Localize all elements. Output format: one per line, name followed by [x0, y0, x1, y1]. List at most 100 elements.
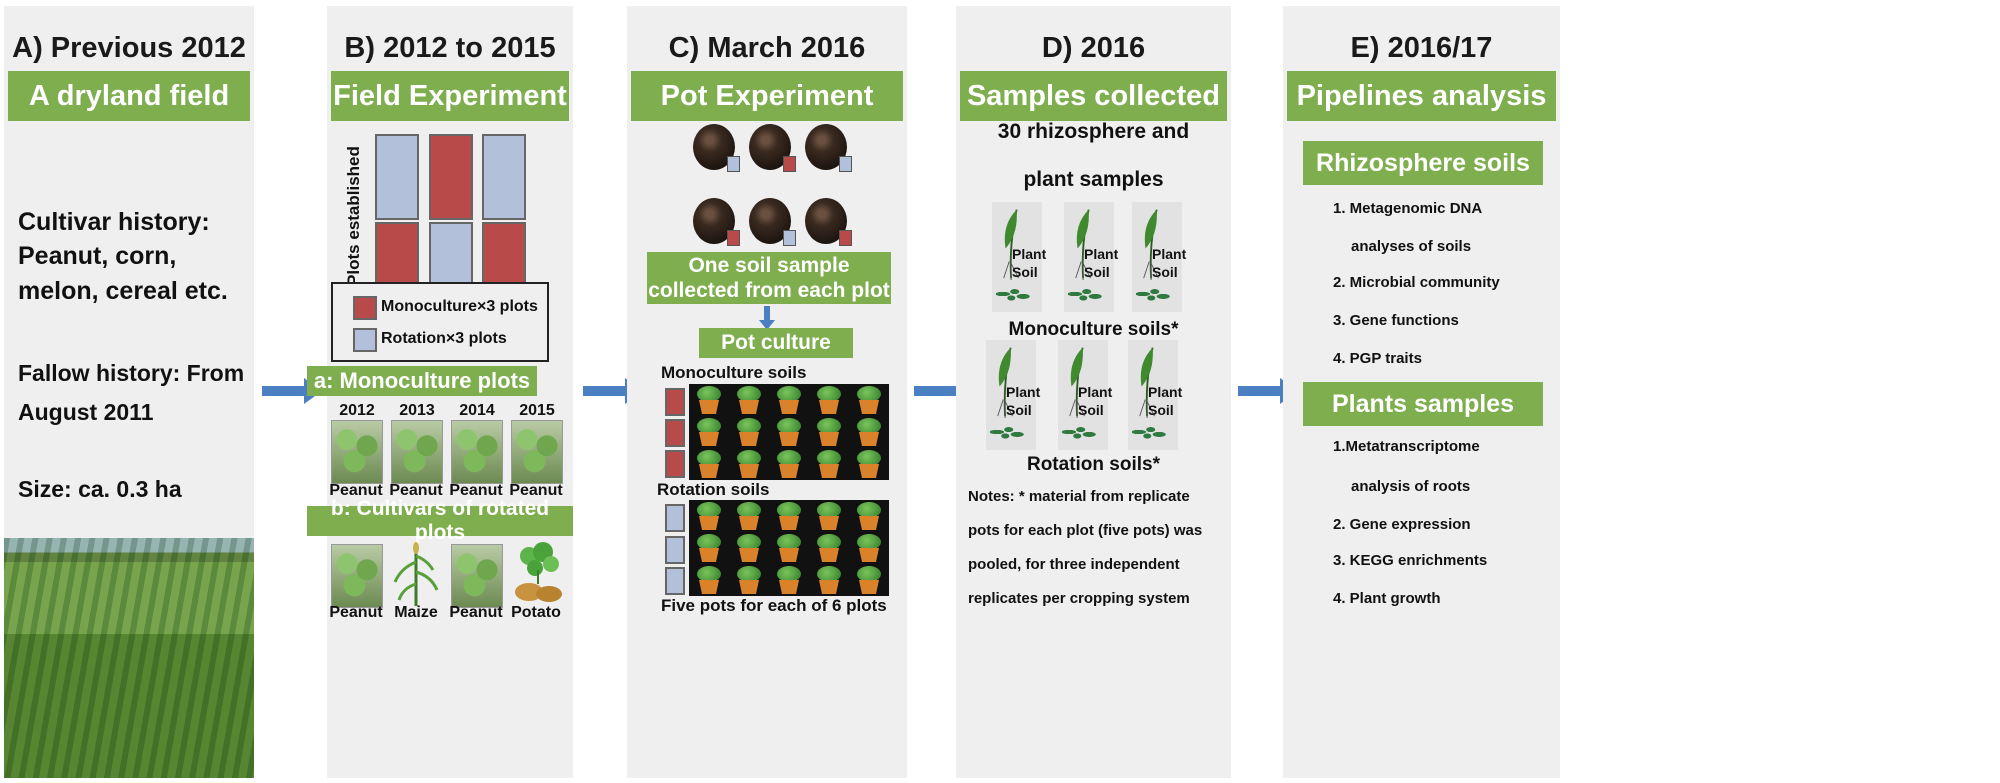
rotation-tag — [783, 230, 796, 246]
fallow-line-1: Fallow history: From — [18, 360, 245, 386]
plant-icon — [997, 347, 1013, 418]
panel-b-bar: Field Experiment — [331, 71, 569, 121]
plant-label: Plant — [1012, 246, 1047, 262]
soil-label: Soil — [1006, 402, 1032, 418]
plant-item-4: 3. KEGG enrichments — [1333, 552, 1488, 569]
panel-a: A) Previous 2012 A dryland field Cultiva… — [4, 6, 254, 778]
plant-item-3: 2. Gene expression — [1333, 516, 1471, 533]
panel-c: C) March 2016 Pot Experiment One soil sa… — [627, 6, 907, 778]
plant-icon — [1003, 209, 1019, 280]
soil-particles-icon — [1062, 424, 1096, 440]
potted-plant-icon — [769, 532, 809, 564]
potted-plant-icon — [849, 532, 889, 564]
plot-rotation-2 — [482, 134, 526, 220]
monoculture-tag — [727, 230, 740, 246]
mono-plot-marker — [665, 419, 685, 447]
potted-plant-icon — [769, 384, 809, 416]
soil-label: Soil — [1152, 264, 1178, 280]
cultivar-line-2: melon, cereal etc. — [18, 277, 228, 305]
plant-item-2: analysis of roots — [1351, 478, 1471, 495]
rot-crop-1: Peanut — [329, 604, 383, 621]
panel-e-bar: Pipelines analysis — [1287, 71, 1556, 121]
potted-plant-icon — [809, 532, 849, 564]
pot-culture-bar: Pot culture — [699, 328, 853, 358]
arrow-down-icon — [759, 306, 775, 330]
potted-plant-icon — [729, 416, 769, 448]
panel-d-bar: Samples collected — [960, 71, 1227, 121]
panel-d: D) 2016 Samples collected 30 rhizosphere… — [956, 6, 1231, 778]
potted-plant-icon — [689, 564, 729, 596]
year-2014: 2014 — [459, 402, 495, 419]
panel-a-bar: A dryland field — [8, 71, 250, 121]
soil-label: Soil — [1012, 264, 1038, 280]
potted-plant-icon — [729, 564, 769, 596]
mono-plot-marker — [665, 450, 685, 478]
soil-particles-icon — [996, 286, 1030, 302]
potted-plant-icon — [729, 532, 769, 564]
rhizosphere-soils-bar: Rhizosphere soils — [1303, 141, 1543, 185]
panel-c-title: C) March 2016 — [668, 32, 866, 64]
mono-crop-2013: Peanut — [389, 482, 443, 499]
samples-line-1: 30 rhizosphere and — [997, 120, 1190, 143]
panel-b: B) 2012 to 2015 Field Experiment Plots e… — [307, 6, 573, 778]
soil-item-4: 3. Gene functions — [1333, 312, 1459, 329]
peanut-image — [331, 544, 383, 608]
legend-rot-swatch — [353, 328, 377, 352]
potted-plant-icon — [769, 416, 809, 448]
plots-legend: Monoculture×3 plots Rotation×3 plots — [331, 282, 549, 362]
year-2013: 2013 — [399, 402, 435, 419]
rot-plot-marker — [665, 504, 685, 532]
notes-line-4: replicates per cropping system — [968, 590, 1190, 607]
monoculture-tag — [839, 230, 852, 246]
notes-line-3: pooled, for three independent — [968, 556, 1180, 573]
rot-plot-marker — [665, 536, 685, 564]
mono-crop-2014: Peanut — [449, 482, 503, 499]
panel-d-title: D) 2016 — [1041, 32, 1146, 64]
size-label: Size: ca. 0.3 ha — [18, 476, 182, 502]
potted-plant-icon — [689, 500, 729, 532]
plant-icon — [1075, 209, 1091, 280]
plants-samples-bar: Plants samples — [1303, 382, 1543, 426]
field-photo — [4, 538, 254, 778]
potted-plant-icon — [849, 448, 889, 480]
potted-plant-icon — [849, 416, 889, 448]
plot-rotation-1 — [375, 134, 419, 220]
soil-item-2: analyses of soils — [1351, 238, 1472, 255]
plant-icon — [1069, 347, 1085, 418]
potted-plant-icon — [849, 564, 889, 596]
soil-particles-icon — [990, 424, 1024, 440]
sub-a-bar: a: Monoculture plots — [307, 366, 537, 396]
plant-icon — [1139, 347, 1155, 418]
soil-sample-line-1: One soil sample — [688, 254, 850, 277]
potted-plant-icon — [769, 500, 809, 532]
plot-monoculture-1 — [429, 134, 473, 220]
plots-established-label: Plots established — [344, 146, 363, 286]
potted-plant-icon — [689, 448, 729, 480]
mono-plot-marker — [665, 388, 685, 416]
potted-plant-icon — [729, 448, 769, 480]
legend-mono-label: Monoculture×3 plots — [381, 298, 538, 315]
mono-crop-2015: Peanut — [509, 482, 563, 499]
soil-label: Soil — [1078, 402, 1104, 418]
soil-particles-icon — [1068, 286, 1102, 302]
soil-label: Soil — [1084, 264, 1110, 280]
potted-plant-icon — [849, 500, 889, 532]
panel-a-title: A) Previous 2012 — [12, 32, 246, 64]
soil-particles-icon — [1136, 286, 1170, 302]
peanut-image — [451, 420, 503, 484]
potted-plant-icon — [769, 448, 809, 480]
legend-rot-label: Rotation×3 plots — [381, 330, 507, 347]
potted-plant-icon — [729, 384, 769, 416]
peanut-image — [391, 420, 443, 484]
maize-image — [393, 542, 439, 606]
panel-e: E) 2016/17 Pipelines analysis Rhizospher… — [1283, 6, 1560, 778]
plant-label: Plant — [1148, 384, 1183, 400]
potted-plant-icon — [809, 448, 849, 480]
plant-item-1: 1.Metatranscriptome — [1333, 438, 1480, 455]
sub-b-bar: b: Cultivars of rotated plots — [307, 497, 573, 544]
panel-e-title: E) 2016/17 — [1350, 32, 1493, 64]
panel-b-title: B) 2012 to 2015 — [344, 32, 556, 64]
year-2015: 2015 — [519, 402, 555, 419]
plant-icon — [1143, 209, 1159, 280]
potted-plant-icon — [809, 500, 849, 532]
